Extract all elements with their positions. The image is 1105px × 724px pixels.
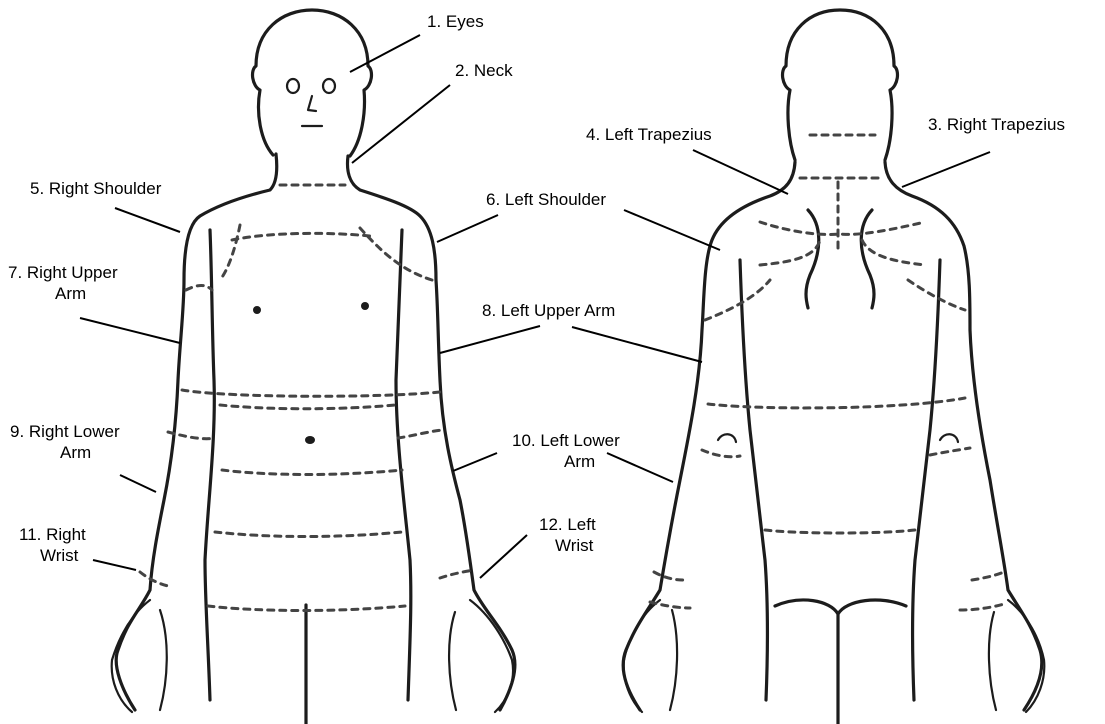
leader-eyes bbox=[350, 35, 420, 72]
leader-left-shoulder-back bbox=[624, 210, 720, 250]
front-left-nipple bbox=[253, 306, 261, 314]
front-left-hand bbox=[112, 600, 167, 712]
label-eyes: 1. Eyes bbox=[427, 12, 484, 31]
back-left-elbow bbox=[718, 434, 736, 442]
label-left-trapezius: 4. Left Trapezius bbox=[586, 125, 712, 144]
leader-neck bbox=[352, 85, 450, 163]
back-left-scapula bbox=[806, 210, 819, 308]
label-right-trapezius: 3. Right Trapezius bbox=[928, 115, 1065, 134]
label-left-upper-arm: 8. Left Upper Arm bbox=[482, 301, 615, 320]
label-left-lower-arm: 10. Left Lower Arm bbox=[512, 431, 624, 471]
front-navel bbox=[305, 436, 315, 444]
leader-right-lower-arm bbox=[120, 475, 156, 492]
front-right-hand bbox=[449, 600, 513, 712]
front-nose bbox=[308, 96, 316, 111]
label-right-shoulder: 5. Right Shoulder bbox=[30, 179, 162, 198]
leader-left-upper-arm-back bbox=[572, 327, 702, 362]
front-right-eye bbox=[323, 79, 335, 93]
back-body-right-outline bbox=[885, 162, 1042, 710]
front-body-right-outline bbox=[348, 156, 515, 710]
leader-right-wrist bbox=[93, 560, 136, 570]
back-head bbox=[783, 10, 898, 160]
front-head bbox=[253, 10, 372, 156]
leader-right-trapezius bbox=[902, 152, 990, 187]
leader-right-upper-arm bbox=[80, 318, 180, 343]
leader-left-trapezius bbox=[693, 150, 788, 194]
back-region-lines bbox=[650, 135, 1004, 610]
leader-left-wrist bbox=[480, 535, 527, 578]
leader-right-shoulder bbox=[115, 208, 180, 232]
back-right-elbow bbox=[940, 434, 958, 442]
front-left-eye bbox=[287, 79, 299, 93]
back-buttocks bbox=[775, 600, 906, 614]
label-left-wrist: 12. Left Wrist bbox=[539, 515, 600, 555]
front-right-nipple bbox=[361, 302, 369, 310]
front-body-left-outline bbox=[116, 154, 277, 710]
back-right-inner-arm bbox=[913, 260, 940, 700]
back-body-left-outline bbox=[623, 162, 795, 710]
label-left-shoulder: 6. Left Shoulder bbox=[486, 190, 606, 209]
label-right-lower-arm: 9. Right Lower Arm bbox=[10, 422, 124, 462]
leader-left-upper-arm bbox=[440, 326, 540, 353]
front-right-inner-arm bbox=[396, 230, 411, 700]
back-left-inner-arm bbox=[740, 260, 767, 700]
label-right-wrist: 11. Right Wrist bbox=[19, 525, 91, 565]
leader-left-lower-arm bbox=[453, 453, 497, 471]
back-right-scapula bbox=[861, 210, 874, 308]
back-right-hand bbox=[989, 600, 1044, 712]
front-figure bbox=[112, 10, 515, 724]
leader-left-lower-arm-back bbox=[607, 453, 673, 482]
front-region-lines bbox=[140, 185, 474, 611]
front-left-inner-arm bbox=[205, 230, 214, 700]
label-neck: 2. Neck bbox=[455, 61, 513, 80]
leader-left-shoulder bbox=[437, 215, 498, 242]
label-right-upper-arm: 7. Right Upper Arm bbox=[8, 263, 122, 303]
